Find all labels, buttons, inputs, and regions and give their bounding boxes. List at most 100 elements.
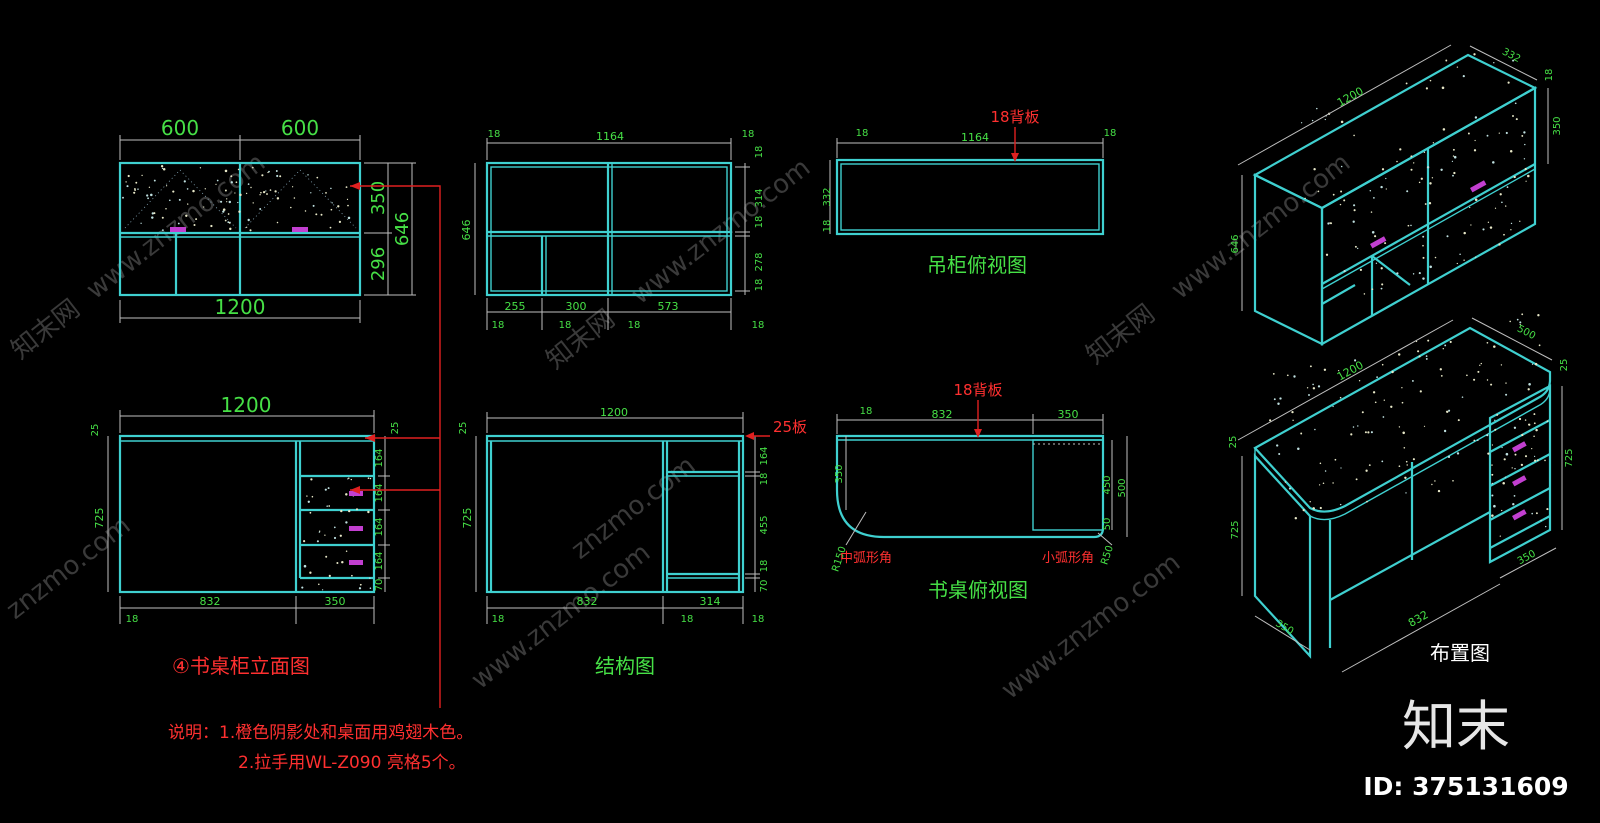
dimension-label: 70 (759, 580, 770, 593)
dimension-label: 314 (754, 188, 765, 207)
view-caption: ④书桌柜立面图 (172, 654, 310, 678)
dimension-label: 18 (754, 279, 765, 292)
brand-logo: 知末 (1402, 695, 1510, 758)
watermark-text: 知末网 (1081, 299, 1161, 371)
dimension-label: 450 (1102, 475, 1113, 494)
dimension-label: 164 (374, 448, 385, 467)
dimension-label: 573 (658, 300, 679, 313)
dimension-label: 164 (759, 446, 770, 465)
dimension-label: 278 (754, 252, 765, 271)
handle-icon (349, 526, 363, 531)
dimension-label: 725 (1230, 520, 1241, 539)
dimension-label: 350 (1058, 408, 1079, 421)
dimension-label: 350 (834, 464, 845, 483)
dimension-label: 646 (392, 212, 413, 246)
dimension-label: 500 (1515, 324, 1537, 342)
note-line: 说明：1.橙色阴影处和桌面用鸡翅木色。 (168, 723, 473, 743)
dimension-label: 18 (742, 129, 755, 140)
dimension-label: 18 (752, 614, 765, 625)
dimension-label: 18 (759, 473, 770, 486)
dimension-label: 18 (559, 320, 572, 331)
dimension-label: 18 (754, 216, 765, 229)
wall-cabinet-elevation: 600 600 1200 350 296 646 (118, 116, 416, 323)
dimension-label: 18 (759, 560, 770, 573)
dimension-label: 350 (1552, 116, 1563, 135)
dimension-label: 332 (1500, 47, 1522, 65)
dimension-label: 25 (458, 422, 469, 435)
dimension-label: 18 (1544, 69, 1555, 82)
watermark-text: znzmo.com (1, 511, 136, 626)
dimension-label: 600 (281, 116, 319, 140)
view-caption: 书桌俯视图 (928, 578, 1028, 602)
watermark-text: www.znzmo.com (996, 548, 1186, 706)
watermark-text: 知末网 (6, 294, 86, 366)
dimension-label: 18 (754, 146, 765, 159)
back-panel-note: 18背板 (990, 108, 1039, 126)
dimension-label: 25 (90, 424, 101, 437)
desk-elevation: 1200 25 25 725 164 164 164 164 70 832 35… (90, 393, 401, 678)
watermark-text: 知末网 (541, 304, 621, 376)
dimension-label: 646 (460, 220, 473, 241)
handle-icon (1512, 475, 1527, 487)
dimension-label: 1164 (961, 131, 989, 144)
dimension-label: 50 (1102, 518, 1113, 531)
glass-texture (1325, 131, 1530, 295)
dimension-label: 314 (700, 595, 721, 608)
dimension-label: 725 (461, 508, 474, 529)
dimension-label: 832 (200, 595, 221, 608)
dimension-label: 646 (1230, 234, 1241, 253)
dimension-label: 350 (1516, 548, 1538, 567)
dimension-label: 164 (374, 551, 385, 570)
view-caption: 布置图 (1430, 641, 1490, 665)
dimension-label: 296 (368, 247, 389, 281)
dimension-label: 18 (488, 129, 501, 140)
handle-icon (1470, 180, 1487, 193)
dimension-label: 18 (822, 220, 833, 233)
desk-top-view: 18 832 350 350 450 500 50 R150 R50 中弧形角 … (830, 381, 1128, 602)
dimension-label: 832 (932, 408, 953, 421)
dimension-label: 164 (374, 483, 385, 502)
glass-texture (122, 165, 351, 232)
dimension-label: 25 (390, 422, 401, 435)
dimension-label: 18 (681, 614, 694, 625)
notes: 说明：1.橙色阴影处和桌面用鸡翅木色。 2.拉手用WL-Z090 亮格5个。 (168, 723, 473, 773)
dimension-label: 25 (1228, 436, 1239, 449)
wall-cabinet-top-view: 18 1164 18 332 18 18背板 吊柜俯视图 (822, 108, 1116, 277)
dimension-label: 832 (1406, 608, 1431, 630)
desktop-texture (1269, 313, 1541, 520)
board-note: 25板 (773, 418, 807, 436)
dimension-label: 18 (492, 614, 505, 625)
dimension-label: 332 (822, 187, 833, 206)
arc-corner-label: 中弧形角 (840, 551, 892, 566)
back-panel-note: 18背板 (953, 381, 1002, 399)
dimension-label: 725 (93, 508, 106, 529)
dimension-label: 18 (1104, 128, 1117, 139)
drawer-texture (301, 477, 372, 591)
dimension-label: 18 (856, 128, 869, 139)
dimension-label: 18 (126, 614, 139, 625)
handle-icon (349, 560, 363, 565)
handle-icon (1512, 509, 1527, 521)
handle-icon (1370, 236, 1387, 249)
handle-icon (292, 227, 308, 232)
dimension-label: 164 (374, 517, 385, 536)
dimension-label: 18 (860, 406, 873, 417)
dimension-label: 350 (368, 181, 389, 215)
dimension-label: 600 (161, 116, 199, 140)
dimension-label: 725 (1564, 448, 1575, 467)
dimension-label: 455 (759, 515, 770, 534)
dimension-label: 350 (325, 595, 346, 608)
dimension-label: 1200 (600, 406, 628, 419)
dimension-label: 18 (492, 320, 505, 331)
dimension-label: 832 (577, 595, 598, 608)
layout-3d-desk: 1200 500 25 25 725 725 832 350 350 布置图 (1228, 313, 1575, 673)
view-caption: 结构图 (595, 654, 655, 678)
dimension-label: 1200 (1335, 358, 1366, 383)
drawer-texture (1491, 419, 1549, 537)
dimension-label: 1164 (596, 130, 624, 143)
dimension-label: 1200 (215, 295, 266, 319)
view-caption: 吊柜俯视图 (927, 253, 1027, 277)
dimension-label: R50 (1099, 544, 1116, 566)
handle-icon (170, 227, 186, 232)
note-line: 2.拉手用WL-Z090 亮格5个。 (238, 753, 466, 773)
